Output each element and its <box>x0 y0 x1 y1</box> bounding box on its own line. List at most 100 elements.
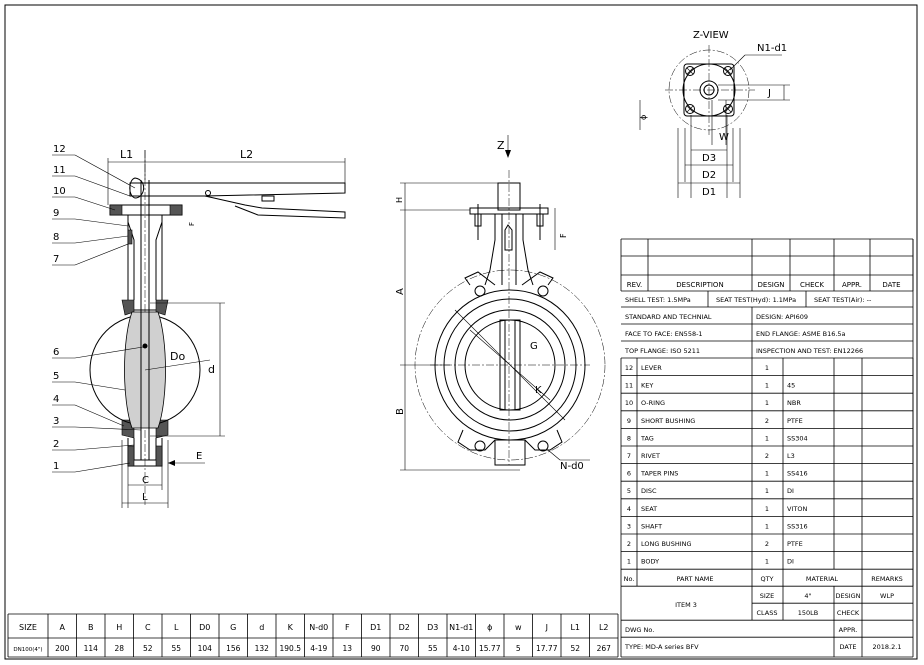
dim-l2-label: L2 <box>240 148 253 161</box>
side-section-view: L1 L2 F Do <box>52 144 346 508</box>
part-name-6: TAPER PINS <box>640 470 678 478</box>
std-standard: STANDARD AND TECHNIAL <box>625 313 712 321</box>
callout-2: 2 <box>53 439 59 450</box>
callout-1: 1 <box>53 461 59 472</box>
dim-h-label: H <box>395 197 404 203</box>
callout-6: 6 <box>53 347 59 358</box>
dim-value-13: 70 <box>399 644 409 653</box>
dim-value-10: 4-19 <box>310 644 327 653</box>
part-material-5: DI <box>787 487 794 495</box>
callout-8: 8 <box>53 232 59 243</box>
dim-value-8: 132 <box>255 644 270 653</box>
dim-header-14: D3 <box>427 623 438 632</box>
lever <box>129 182 346 197</box>
std-top_flange: TOP FLANGE: ISO 5211 <box>624 347 700 355</box>
dim-value-7: 156 <box>226 644 241 653</box>
front-view: Z H A B F <box>395 135 606 472</box>
date-label: DATE <box>840 643 857 651</box>
part-no-12: 12 <box>625 364 633 372</box>
dim-value-20: 267 <box>597 644 612 653</box>
part-name-2: LONG BUSHING <box>641 540 692 548</box>
dim-k-label: K <box>535 385 542 396</box>
dim-f-side-label: F <box>188 222 196 226</box>
part-material-7: L3 <box>787 452 795 460</box>
part-name-11: KEY <box>641 382 653 390</box>
dim-a-label: A <box>395 288 406 295</box>
type-label: TYPE: MD-A series BFV <box>624 643 699 651</box>
part-no-1: 1 <box>627 558 631 566</box>
std-face_to_face: FACE TO FACE: EN558-1 <box>625 330 703 338</box>
z-view-phi-label: ϕ <box>639 115 648 120</box>
rev-header-4: APPR. <box>842 281 862 289</box>
dim-header-13: D2 <box>399 623 410 632</box>
part-material-4: VITON <box>787 505 807 513</box>
callout-7: 7 <box>53 254 59 265</box>
dim-value-17: 5 <box>516 644 521 653</box>
dim-value-16: 15.77 <box>479 644 501 653</box>
part-name-10: O-RING <box>641 399 665 407</box>
dim-value-1: 200 <box>55 644 70 653</box>
dim-header-17: w <box>515 623 522 632</box>
dim-header-6: D0 <box>199 623 210 632</box>
part-no-2: 2 <box>627 540 631 548</box>
part-qty-4: 1 <box>765 505 769 513</box>
shell-test: SHELL TEST: 1.5MPa <box>625 296 691 304</box>
part-qty-5: 1 <box>765 487 769 495</box>
dim-header-8: d <box>259 623 264 632</box>
dim-value-2: 114 <box>84 644 99 653</box>
part-name-12: LEVER <box>641 364 662 372</box>
part-qty-2: 2 <box>765 540 769 548</box>
dim-value-11: 13 <box>342 644 352 653</box>
design-value: WLP <box>880 592 894 600</box>
dim-e-label: E <box>196 451 202 462</box>
size-label: SIZE <box>760 592 775 600</box>
dim-do-label: Do <box>170 350 185 363</box>
dim-value-18: 17.77 <box>536 644 558 653</box>
rev-header-1: DESCRIPTION <box>676 281 723 289</box>
item-label: ITEM 3 <box>675 601 697 609</box>
design-label: DESIGN <box>835 592 860 600</box>
dim-header-20: L2 <box>599 623 609 632</box>
part-callouts: 12 11 10 9 8 7 6 5 4 3 2 1 <box>52 144 144 473</box>
class-value: 150LB <box>798 609 819 617</box>
parts-header-name: PART NAME <box>676 575 713 583</box>
part-material-1: DI <box>787 558 794 566</box>
rev-header-5: DATE <box>882 281 900 289</box>
part-name-5: DISC <box>641 487 657 495</box>
part-material-6: SS416 <box>787 470 808 478</box>
part-no-5: 5 <box>627 487 631 495</box>
appr-label: APPR. <box>839 626 858 634</box>
dim-value-9: 190.5 <box>280 644 302 653</box>
dim-header-5: L <box>174 623 179 632</box>
dwg-no-label: DWG No. <box>625 626 654 634</box>
dim-header-16: ϕ <box>487 623 492 632</box>
dim-b-label: B <box>395 408 406 415</box>
part-no-4: 4 <box>627 505 631 513</box>
dim-f-label: F <box>559 233 568 238</box>
dim-header-11: F <box>345 623 350 632</box>
dim-header-3: H <box>116 623 122 632</box>
part-qty-11: 1 <box>765 382 769 390</box>
size-value: 4" <box>804 592 811 600</box>
callout-5: 5 <box>53 371 59 382</box>
dim-value-3: 28 <box>114 644 124 653</box>
seat-test-air: SEAT TEST(Air): -- <box>814 296 872 304</box>
dim-header-15: N1-d1 <box>449 623 473 632</box>
part-material-9: PTFE <box>787 417 803 425</box>
callout-3: 3 <box>53 416 59 427</box>
date-value: 2018.2.1 <box>873 643 902 651</box>
dim-d-label: d <box>208 363 215 376</box>
dim-header-9: K <box>288 623 294 632</box>
dim-value-5: 55 <box>171 644 181 653</box>
z-view-title: Z-VIEW <box>693 30 729 41</box>
std-design: DESIGN: API609 <box>756 313 808 321</box>
dimension-table: SIZEDN100(4")A200B114H28C52L55D0104G156d… <box>7 613 619 658</box>
dim-header-12: D1 <box>370 623 381 632</box>
part-no-6: 6 <box>627 470 631 478</box>
dim-header-0: SIZE <box>19 623 37 632</box>
dim-header-4: C <box>145 623 151 632</box>
callout-4: 4 <box>53 394 59 405</box>
parts-header-no: No. <box>624 575 635 583</box>
